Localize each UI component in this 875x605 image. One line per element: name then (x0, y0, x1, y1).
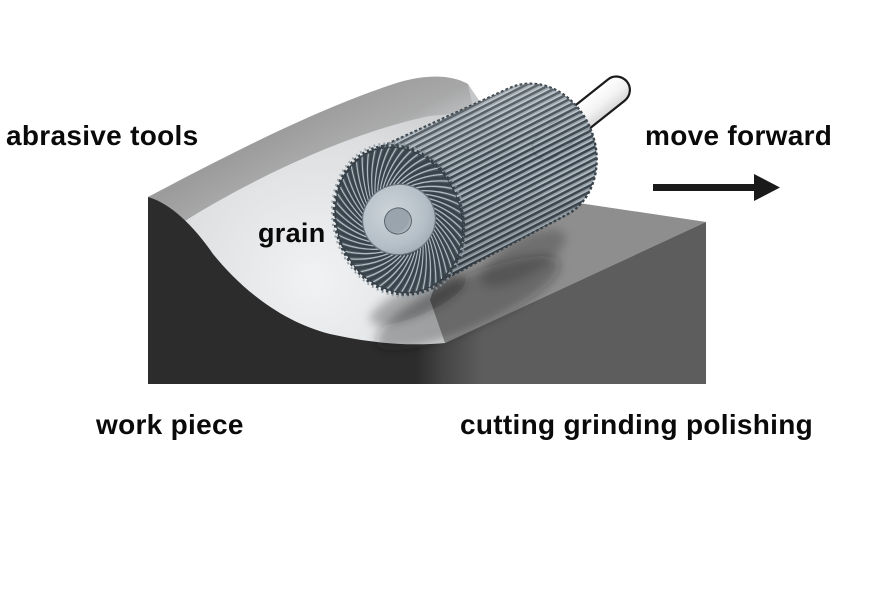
move-forward-arrow (653, 174, 780, 201)
workpiece-top-band (148, 76, 474, 224)
wheel-bore-hole (384, 207, 412, 235)
workpiece-front-face (148, 197, 706, 384)
label-work-piece: work piece (96, 409, 244, 440)
label-process-caption: cutting grinding polishing (460, 409, 814, 440)
wheel-contact-shadow (370, 229, 566, 351)
label-abrasive-tools: abrasive tools (6, 120, 199, 151)
label-grain: grain (258, 218, 326, 248)
arrow-head (754, 174, 780, 201)
label-move-forward: move forward (645, 120, 833, 151)
